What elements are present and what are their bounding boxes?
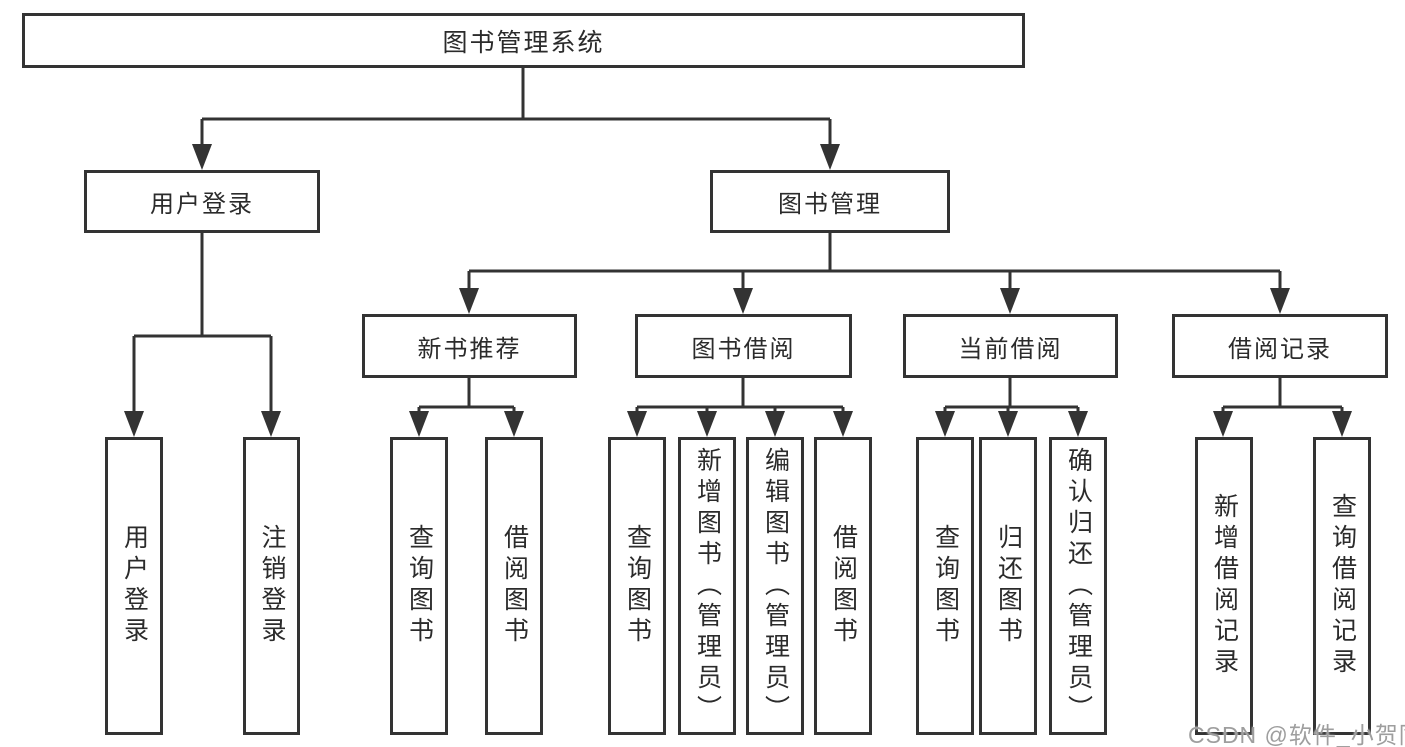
connector-lines: [132, 68, 1344, 417]
node-current-borrow-label: 当前借阅: [958, 335, 1063, 363]
leaf-query-books-borrow-label: 查询图书: [623, 524, 652, 648]
arrow-to-leaf-query-record: [1332, 411, 1352, 437]
leaf-borrow-books-recommend: 借阅图书: [485, 437, 543, 735]
arrow-to-leaf-user-login: [124, 411, 144, 437]
arrow-to-leaf-confirm-return: [1068, 411, 1088, 437]
arrow-to-book-borrow: [733, 288, 753, 314]
leaf-return-book-label: 归还图书: [994, 524, 1023, 648]
leaf-add-borrow-record-label: 新增借阅记录: [1210, 493, 1239, 679]
leaf-borrow-books-borrow: 借阅图书: [814, 437, 872, 735]
leaf-borrow-books-recommend-label: 借阅图书: [500, 524, 529, 648]
arrow-to-records: [1270, 288, 1290, 314]
node-current-borrow: 当前借阅: [903, 314, 1118, 378]
arrow-to-leaf-query-current: [935, 411, 955, 437]
arrow-to-leaf-edit-book: [765, 411, 785, 437]
node-user-login-label: 用户登录: [150, 191, 254, 218]
leaf-user-login: 用户登录: [105, 437, 163, 735]
arrow-to-leaf-borrow-recommend: [504, 411, 524, 437]
leaf-user-login-label: 用户登录: [120, 524, 149, 648]
node-borrow-records: 借阅记录: [1172, 314, 1388, 378]
node-root-label: 图书管理系统: [442, 28, 605, 57]
leaf-add-borrow-record: 新增借阅记录: [1195, 437, 1253, 735]
leaf-query-books-current-label: 查询图书: [931, 524, 960, 648]
leaf-query-books-recommend-label: 查询图书: [405, 524, 434, 648]
connector-user-login-branch: [132, 233, 273, 417]
leaf-query-books-recommend: 查询图书: [390, 437, 448, 735]
arrow-to-user-login: [192, 144, 212, 170]
leaf-return-book: 归还图书: [979, 437, 1037, 735]
leaf-logout-login: 注销登录: [243, 437, 300, 735]
node-book-management-label: 图书管理: [778, 191, 882, 218]
arrow-to-leaf-logout: [261, 411, 281, 437]
arrow-to-leaf-query-recommend: [409, 411, 429, 437]
node-new-book-recommend-label: 新书推荐: [417, 335, 522, 363]
arrow-to-leaf-borrow-book: [833, 411, 853, 437]
arrow-to-leaf-query-borrow: [627, 411, 647, 437]
node-book-borrow: 图书借阅: [635, 314, 852, 378]
leaf-confirm-return-admin-label: 确认归还（管理员）: [1064, 446, 1093, 726]
leaf-query-borrow-record: 查询借阅记录: [1313, 437, 1371, 735]
arrow-to-book-mgmt: [820, 144, 840, 170]
connector-arrowheads: [124, 144, 1352, 437]
node-borrow-records-label: 借阅记录: [1228, 335, 1332, 363]
node-book-borrow-label: 图书借阅: [691, 335, 796, 363]
node-root: 图书管理系统: [22, 13, 1025, 68]
arrow-to-current-borrow: [1000, 288, 1020, 314]
leaf-query-books-current: 查询图书: [916, 437, 974, 735]
arrow-to-leaf-add-book: [697, 411, 717, 437]
leaf-edit-book-admin: 编辑图书（管理员）: [746, 437, 804, 735]
node-user-login: 用户登录: [84, 170, 320, 233]
leaf-edit-book-admin-label: 编辑图书（管理员）: [761, 446, 790, 726]
connector-book-borrow-branch: [635, 378, 845, 417]
connector-book-mgmt-branch: [467, 233, 1282, 294]
leaf-add-book-admin-label: 新增图书（管理员）: [693, 446, 722, 726]
leaf-borrow-books-borrow-label: 借阅图书: [829, 524, 858, 648]
csdn-watermark: CSDN @软件_小贺同学: [1188, 722, 1405, 747]
leaf-logout-login-label: 注销登录: [258, 524, 286, 648]
connector-new-book-branch: [417, 378, 516, 417]
arrow-to-new-book: [459, 288, 479, 314]
leaf-add-book-admin: 新增图书（管理员）: [678, 437, 736, 735]
connector-root-branch: [200, 68, 832, 150]
leaf-query-books-borrow: 查询图书: [608, 437, 666, 735]
leaf-query-borrow-record-label: 查询借阅记录: [1328, 493, 1357, 679]
connector-records-branch: [1221, 378, 1344, 417]
node-new-book-recommend: 新书推荐: [362, 314, 577, 378]
arrow-to-leaf-return-book: [998, 411, 1018, 437]
arrow-to-leaf-add-record: [1213, 411, 1233, 437]
node-book-management: 图书管理: [710, 170, 950, 233]
leaf-confirm-return-admin: 确认归还（管理员）: [1049, 437, 1107, 735]
